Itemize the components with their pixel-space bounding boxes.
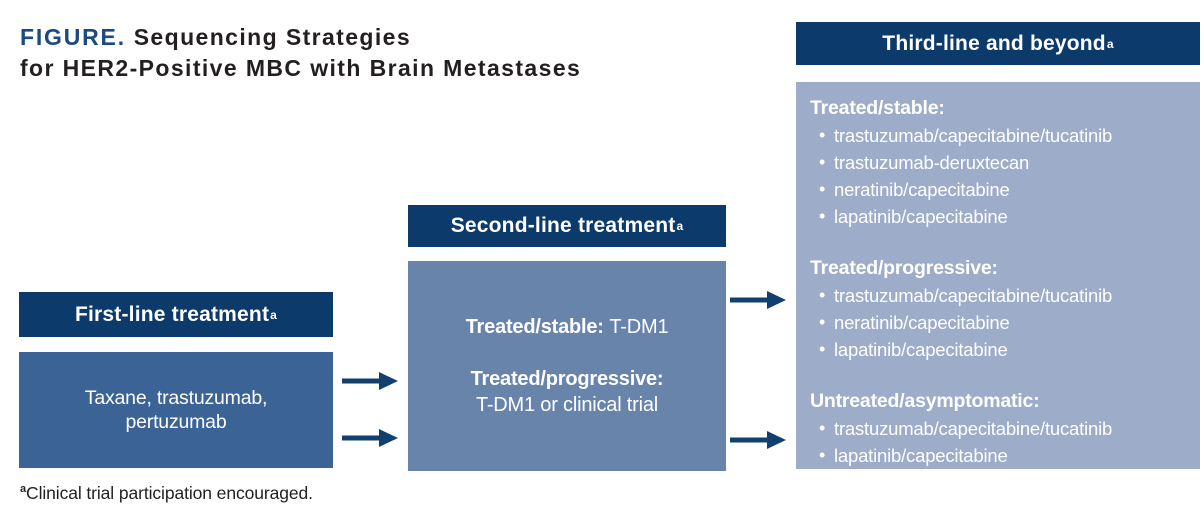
list-item: • trastuzumab/capecitabine/tucatinib <box>810 415 1188 442</box>
drug-option: trastuzumab/capecitabine/tucatinib <box>834 285 1113 306</box>
figure-label: FIGURE. <box>20 24 126 50</box>
treated-stable-section: Treated/stable: • trastuzumab/capecitabin… <box>810 95 1188 230</box>
list-item: • trastuzumab/capecitabine/tucatinib <box>810 122 1188 149</box>
treated-stable-list: • trastuzumab/capecitabine/tucatinib • tra… <box>810 122 1188 230</box>
drug-option: neratinib/capecitabine <box>834 179 1010 200</box>
bullet-icon: • <box>818 339 826 359</box>
third-line-header-label: Third-line and beyond <box>882 31 1106 55</box>
treated-stable-label: Treated/stable: <box>465 316 604 338</box>
bullet-icon: • <box>818 445 826 465</box>
first-line-body-line2: pertuzumab <box>125 411 227 433</box>
footnote: aClinical trial participation encouraged… <box>20 483 313 504</box>
second-line-header-label: Second-line treatment <box>450 214 676 237</box>
bullet-icon: • <box>818 179 826 199</box>
drug-option: trastuzumab-deruxtecan <box>834 152 1030 173</box>
figure-title-line2: for HER2-Positive MBC with Brain Metasta… <box>20 55 582 81</box>
bullet-icon: • <box>818 418 826 438</box>
drug-option: neratinib/capecitabine <box>834 312 1010 333</box>
bullet-icon: • <box>818 206 826 226</box>
drug-option: lapatinib/capecitabine <box>834 445 1008 466</box>
first-line-body-line1: Taxane, trastuzumab, <box>84 387 268 409</box>
treated-progressive-label: Treated/progressive: <box>470 368 664 390</box>
list-item: • trastuzumab/capecitabine/tucatinib <box>810 282 1188 309</box>
third-line-body: Treated/stable: • trastuzumab/capecitabin… <box>796 82 1200 469</box>
second-line-body: Treated/stable:T-DM1 Treated/progressive… <box>408 261 726 471</box>
treated-stable-label: Treated/stable: <box>810 97 945 119</box>
drug-option: trastuzumab/capecitabine/tucatinib <box>834 418 1113 439</box>
second-line-stable-row: Treated/stable:T-DM1 <box>466 314 669 340</box>
footnote-marker: a <box>20 483 27 496</box>
drug-option: lapatinib/capecitabine <box>834 339 1008 360</box>
list-item: • neratinib/capecitabine <box>810 309 1188 336</box>
list-item: • trastuzumab-deruxtecan <box>810 149 1188 176</box>
list-item: • lapatinib/capecitabine <box>810 442 1188 469</box>
first-line-body: Taxane, trastuzumab, pertuzumab <box>19 352 333 468</box>
bullet-icon: • <box>818 152 826 172</box>
figure-title-line1-text: Sequencing Strategies <box>133 24 412 50</box>
list-item: • lapatinib/capecitabine <box>810 336 1188 363</box>
arrow-right-icon <box>342 429 398 447</box>
arrow-right-icon <box>730 291 786 309</box>
untreated-asymptomatic-list: • trastuzumab/capecitabine/tucatinib • lap… <box>810 415 1188 469</box>
list-item: • lapatinib/capecitabine <box>810 203 1188 230</box>
untreated-asymptomatic-label: Untreated/asymptomatic: <box>810 390 1040 412</box>
figure-title: FIGURE. Sequencing Strategies for HER2-P… <box>20 22 581 84</box>
list-item: • neratinib/capecitabine <box>810 176 1188 203</box>
footnote-text: Clinical trial participation encouraged. <box>26 483 313 503</box>
figure-title-line1: FIGURE. Sequencing Strategies <box>20 22 581 53</box>
arrow-right-icon <box>342 372 398 390</box>
bullet-icon: • <box>818 125 826 145</box>
drug-option: lapatinib/capecitabine <box>834 206 1008 227</box>
drug-option: trastuzumab/capecitabine/tucatinib <box>834 125 1113 146</box>
arrow-right-icon <box>730 431 786 449</box>
treated-stable-value: T-DM1 <box>609 316 669 338</box>
treated-progressive-list: • trastuzumab/capecitabine/tucatinib • ner… <box>810 282 1188 363</box>
treated-progressive-label: Treated/progressive: <box>810 257 998 279</box>
untreated-asymptomatic-section: Untreated/asymptomatic: • trastuzumab/cap… <box>810 388 1188 469</box>
treated-progressive-value: T-DM1 or clinical trial <box>475 394 659 416</box>
bullet-icon: • <box>818 312 826 332</box>
bullet-icon: • <box>818 285 826 305</box>
treated-progressive-section: Treated/progressive: • trastuzumab/capeci… <box>810 255 1188 363</box>
first-line-header-label: First-line treatment <box>74 302 270 326</box>
